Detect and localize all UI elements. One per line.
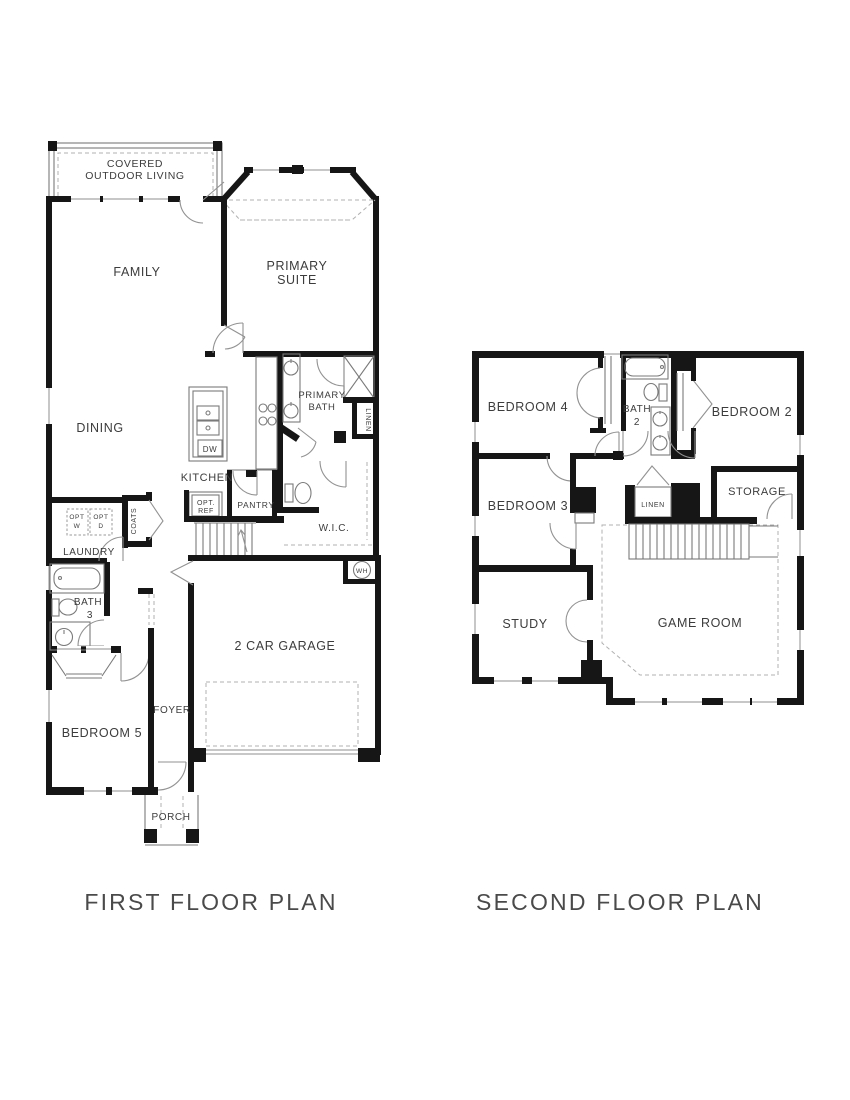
label-wic: W.I.C. [319,523,350,534]
label-bath2-1: BATH [623,404,651,415]
kitchen-island [188,386,228,462]
label-garage: 2 CAR GARAGE [235,639,336,653]
label-bath3-1: BATH [74,597,102,608]
bedroom2-closet [676,351,713,454]
label-porch: PORCH [151,812,190,823]
label-bath3-2: 3 [87,610,93,621]
bedroom3-walls [549,453,596,567]
car-pad-dashed [205,681,359,747]
label-primary-suite-1: PRIMARY [267,259,328,273]
label-dw: DW [203,445,218,454]
coats-closet [122,492,164,548]
bathtub [621,354,669,380]
bathtub [49,563,105,594]
label-covered-outdoor-living-1: COVERED [107,158,163,170]
label-primary-bath-1: PRIMARY [298,390,345,401]
label-opt-w-1: OPT [69,514,84,521]
label-kitchen: KITCHEN [181,472,233,484]
label-opt-d-2: D [98,523,103,530]
label-opt-ref-2: REF [198,508,214,515]
label-linen-2f: LINEN [641,502,665,509]
garage [169,555,381,792]
storage [625,466,803,524]
shower [343,355,375,399]
opt-ref-box [184,490,228,522]
game-room-dashed-outline [601,524,779,676]
label-storage: STORAGE [728,486,786,498]
porch [144,795,199,846]
toilet [643,382,668,402]
label-wh: WH [356,568,368,575]
second-floor-plan: BEDROOM 4 BATH 2 BEDROOM 2 BEDROOM 3 LIN… [472,351,804,705]
bedroom4-closet [576,351,612,433]
first-floor-title: FIRST FLOOR PLAN [84,889,337,915]
label-primary-suite-2: SUITE [277,273,317,287]
toilet [284,481,312,505]
sink-vanity [650,406,671,456]
bedroom5-walls [46,588,158,795]
label-opt-w-2: W [74,523,81,530]
kitchen-fixtures [188,356,278,471]
first-floor-plan: COVERED OUTDOOR LIVING FAMILY PRIMARY SU… [46,141,381,846]
bath2 [613,351,692,460]
label-bedroom5: BEDROOM 5 [62,726,142,740]
opt-dryer-box [89,508,113,536]
label-game-room: GAME ROOM [658,616,743,630]
label-opt-d-1: OPT [93,514,108,521]
opt-washer-box [66,508,89,536]
stairs-second-floor [628,523,778,560]
second-floor-title: SECOND FLOOR PLAN [476,889,764,915]
label-bath2-2: 2 [634,417,640,428]
label-dining: DINING [76,421,123,435]
primary-suite-bay-window [219,165,380,221]
study-walls [472,565,602,680]
water-heater [343,555,380,584]
label-bedroom2: BEDROOM 2 [712,405,792,419]
label-bedroom3: BEDROOM 3 [488,499,568,513]
front-entry [157,761,187,791]
bath3 [46,562,121,653]
label-primary-bath-2: BATH [308,402,335,413]
toilet [51,598,78,617]
label-linen-1f: LINEN [364,408,371,432]
label-covered-outdoor-living-2: OUTDOOR LIVING [85,170,184,182]
label-bedroom4: BEDROOM 4 [488,400,568,414]
label-study: STUDY [502,617,547,631]
label-family: FAMILY [113,265,160,279]
label-pantry: PANTRY [237,500,274,510]
label-foyer: FOYER [153,705,190,716]
stairs-first-floor [194,522,256,556]
label-opt-ref-1: OPT. [197,500,215,507]
label-laundry: LAUNDRY [63,547,115,558]
linen-closet-2f [625,465,700,523]
label-coats: COATS [131,508,138,535]
covered-outdoor-living [48,141,223,199]
